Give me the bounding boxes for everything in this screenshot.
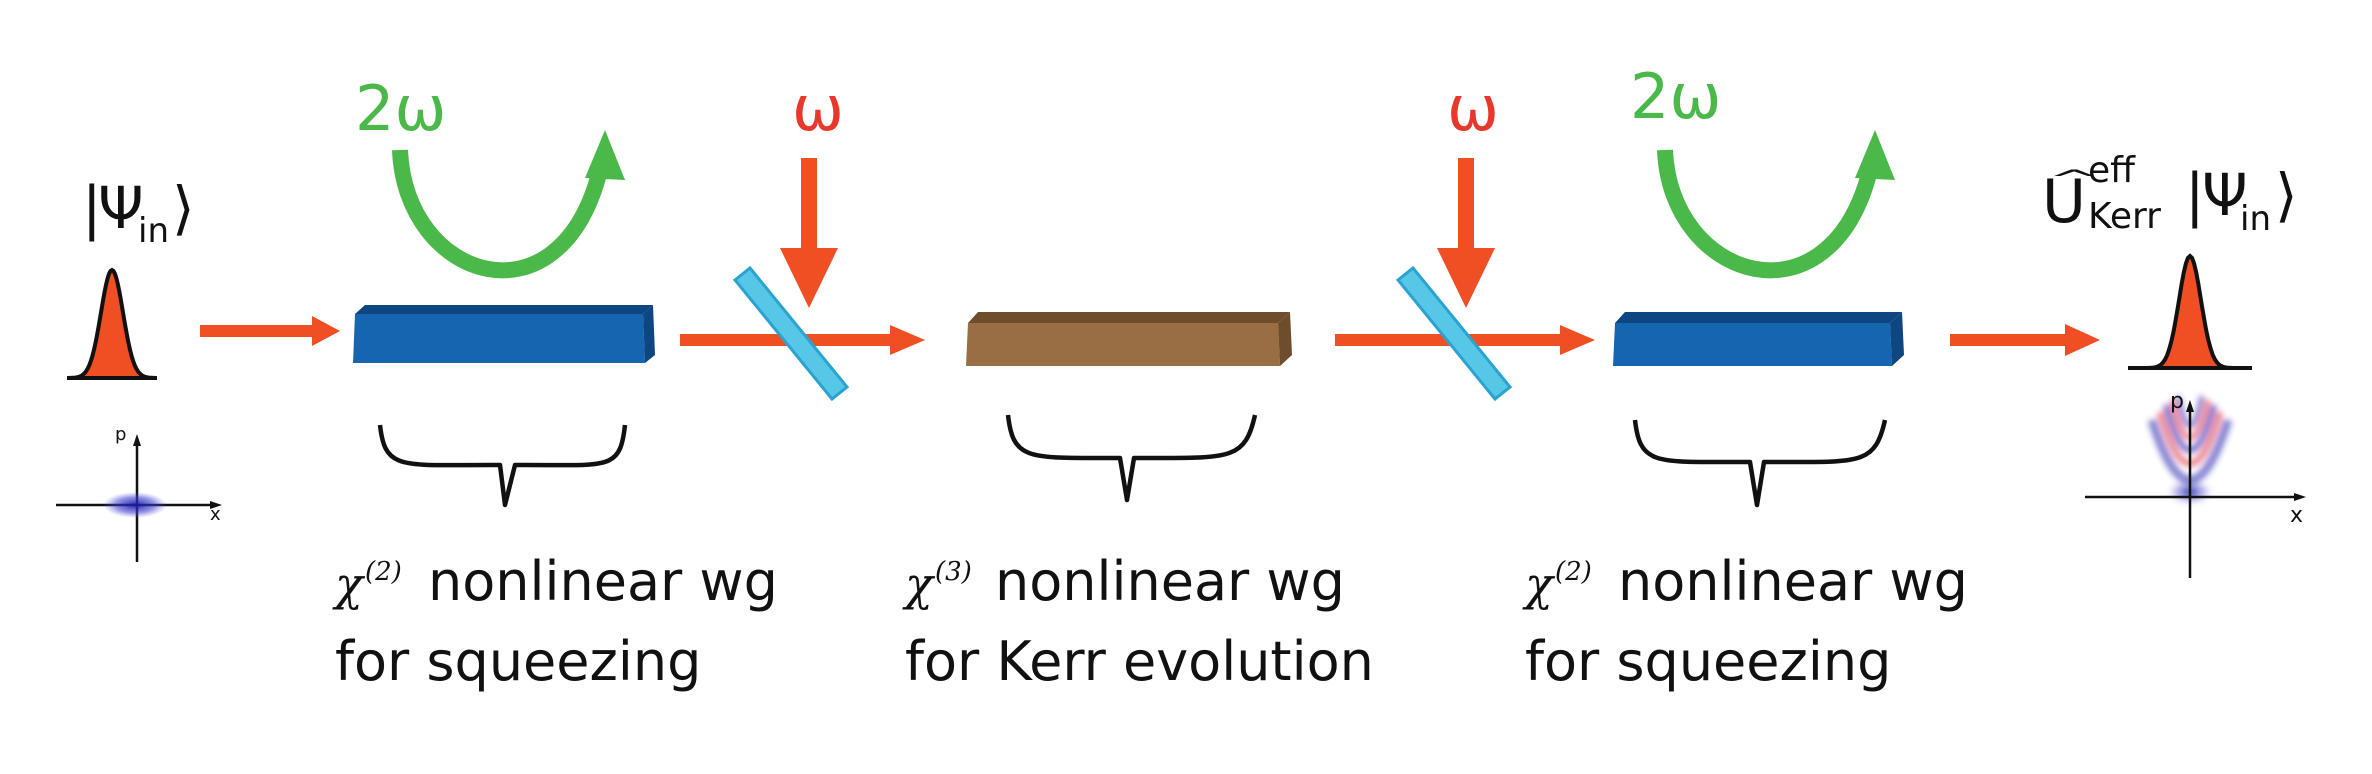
waveguide-chi2-first — [353, 305, 655, 363]
output-ket-left: | — [2185, 161, 2205, 229]
chi-symbol: χ — [1522, 557, 1556, 611]
phase-space-plot-icon: x p — [56, 424, 222, 562]
input-state-label: | Ψ in ⟩ — [82, 174, 195, 251]
beamsplitter-icon — [1395, 265, 1513, 402]
pump-label-2: 2ω — [1630, 60, 1721, 133]
brace-icon — [1632, 419, 1888, 508]
caption-line1: nonlinear wg — [1618, 550, 1968, 613]
operator-superscript: eff — [2088, 150, 2136, 191]
caption-line2: for squeezing — [335, 630, 701, 693]
operator-hat: ^ — [2047, 165, 2100, 193]
p-label: p — [115, 424, 126, 445]
input-psi: Ψ — [98, 174, 144, 242]
caption-waveguide-1: χ (2) nonlinear wg for squeezing — [332, 550, 778, 693]
caption-line1: nonlinear wg — [428, 550, 778, 613]
chi-order: (3) — [935, 557, 972, 587]
x-label: x — [210, 504, 221, 525]
probe-arrow-2: ω — [1437, 72, 1499, 308]
beamsplitter-icon — [732, 265, 850, 402]
output-ket-right: ⟩ — [2275, 161, 2298, 229]
caption-line2: for squeezing — [1525, 630, 1891, 693]
probe-label-2: ω — [1447, 72, 1499, 145]
output-psi-subscript: in — [2240, 199, 2271, 239]
operator-U: U — [2042, 167, 2086, 237]
output-psi: Ψ — [2202, 161, 2248, 229]
caption-waveguide-2: χ (3) nonlinear wg for Kerr evolution — [902, 550, 1374, 693]
vacuum-wigner-blob — [103, 492, 167, 518]
phase-space-plot-icon: x p — [2085, 389, 2306, 578]
brace-icon — [377, 424, 628, 508]
chi-symbol: χ — [332, 557, 366, 611]
chi-order: (2) — [1555, 557, 1592, 587]
caption-line1: nonlinear wg — [995, 550, 1345, 613]
arrow-icon — [1950, 324, 2100, 356]
caption-waveguide-3: χ (2) nonlinear wg for squeezing — [1522, 550, 1968, 693]
operator-subscript: Kerr — [2088, 196, 2161, 237]
caption-line2: for Kerr evolution — [905, 630, 1374, 693]
input-ket-left: | — [82, 174, 102, 242]
waveguide-chi2-second — [1613, 312, 1904, 366]
p-label: p — [2170, 389, 2184, 414]
input-ket-right: ⟩ — [172, 174, 195, 242]
chi-symbol: χ — [902, 557, 936, 611]
gaussian-pulse-icon — [2128, 253, 2252, 370]
x-label: x — [2290, 503, 2303, 528]
pump-arrow-2: 2ω — [1630, 60, 1895, 279]
input-subscript: in — [138, 211, 169, 251]
probe-arrow-1: ω — [780, 72, 844, 308]
arrow-icon — [200, 316, 340, 346]
pump-arrow-1: 2ω — [355, 72, 625, 279]
output-state-label: U ^ eff Kerr | Ψ in ⟩ — [2042, 150, 2298, 239]
waveguide-chi3 — [966, 312, 1292, 366]
brace-icon — [1005, 414, 1258, 503]
gaussian-pulse-icon — [67, 267, 157, 380]
pump-label-1: 2ω — [355, 72, 446, 145]
chi-order: (2) — [365, 557, 402, 587]
probe-label-1: ω — [792, 72, 844, 145]
